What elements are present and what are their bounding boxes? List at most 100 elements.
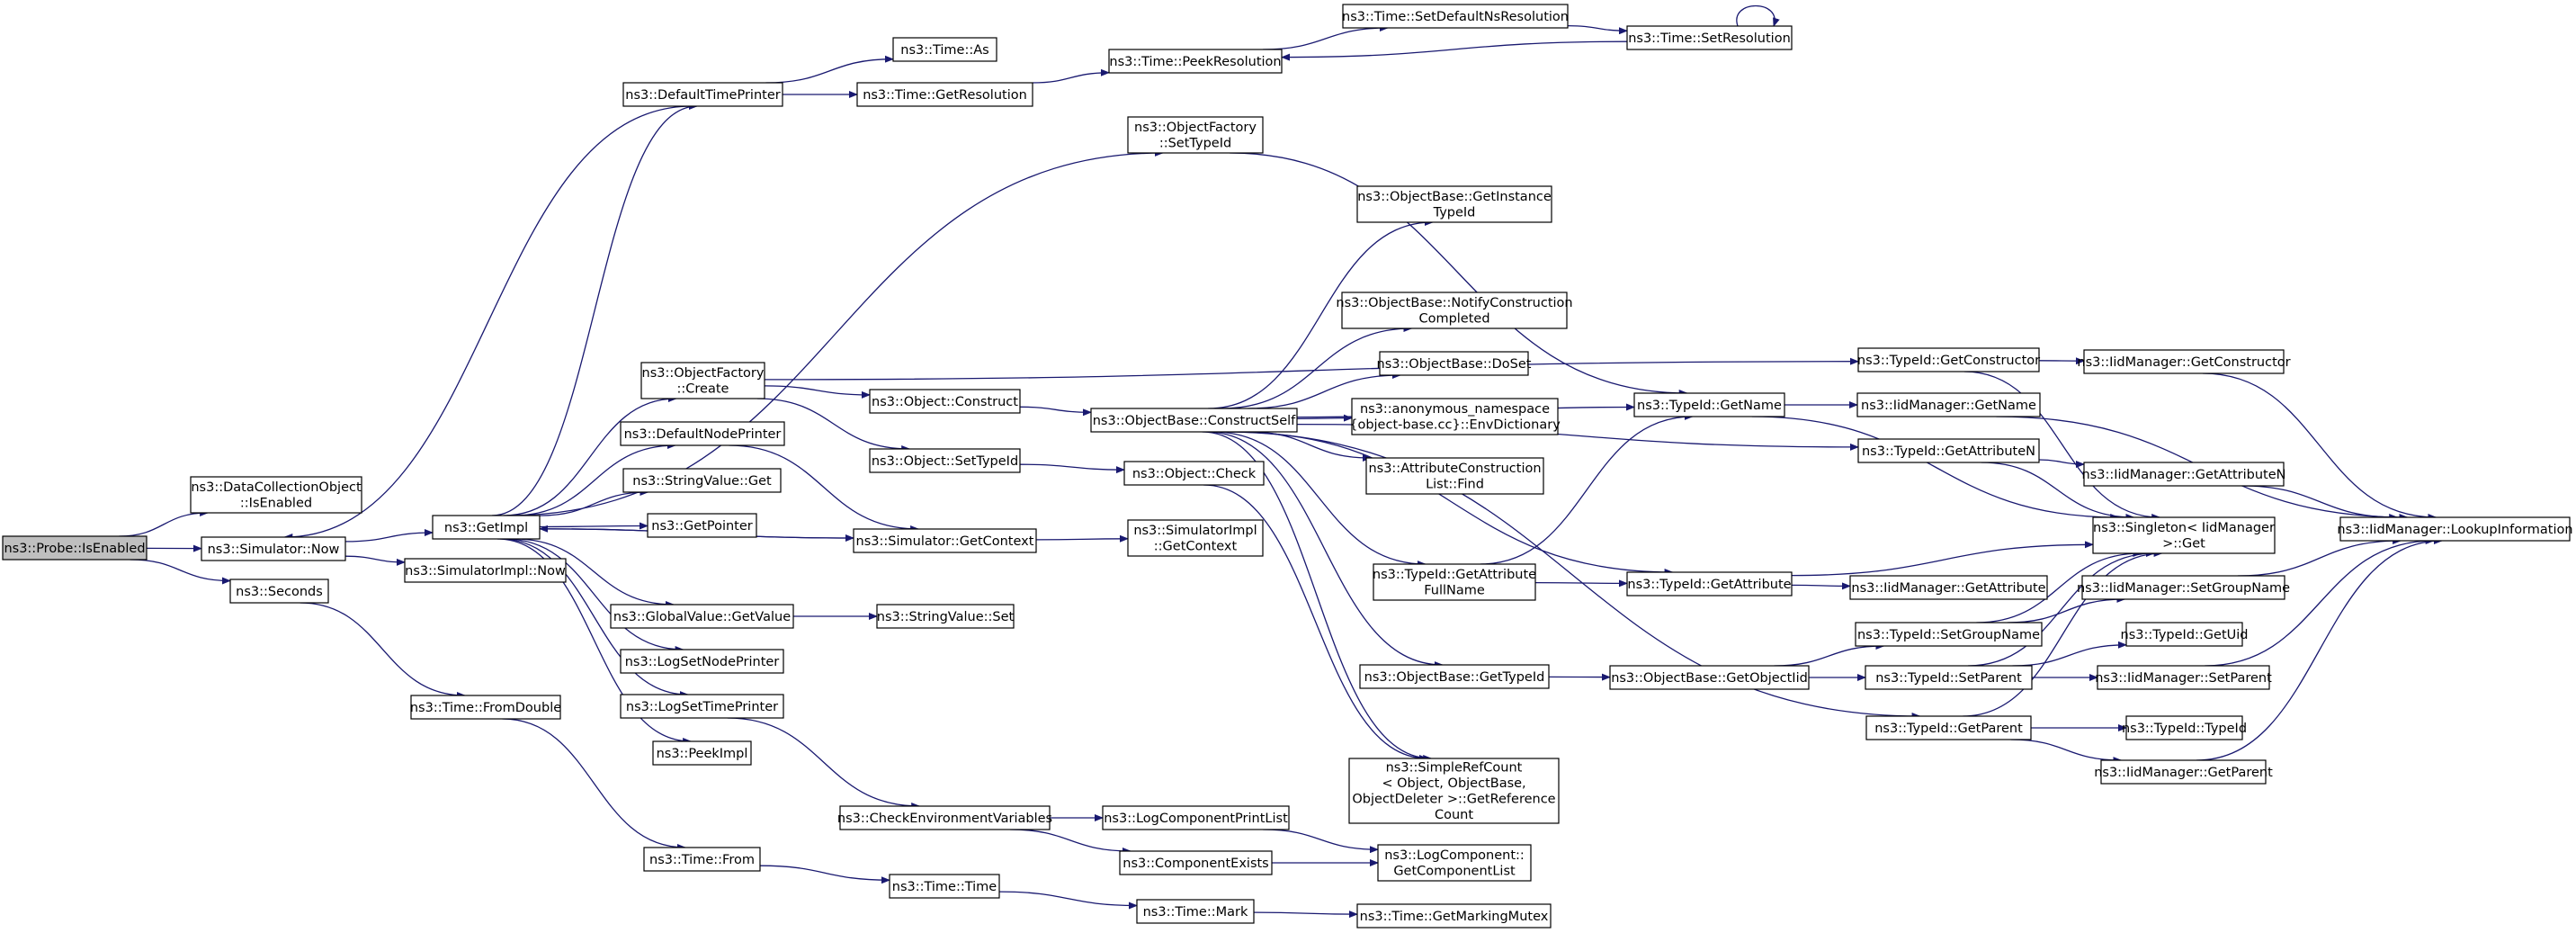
function-node-time-peekresolution[interactable]: ns3::Time::PeekResolution (1108, 49, 1283, 74)
function-node-time-setdefaultns[interactable]: ns3::Time::SetDefaultNsResolution (1342, 4, 1569, 29)
function-node-of-create[interactable]: ns3::ObjectFactory::Create (640, 362, 765, 399)
function-node-typeid-getname[interactable]: ns3::TypeId::GetName (1633, 392, 1785, 417)
function-node-ob-doset[interactable]: ns3::ObjectBase::DoSet (1377, 351, 1532, 376)
function-node-simplerefcount[interactable]: ns3::SimpleRefCount< Object, ObjectBase,… (1348, 758, 1560, 824)
node-box (1359, 664, 1550, 689)
function-node-ob-notifyconstruction[interactable]: ns3::ObjectBase::NotifyConstructionCompl… (1336, 292, 1573, 329)
function-node-logcomp-printlist[interactable]: ns3::LogComponentPrintList (1102, 805, 1290, 830)
function-node-singleton-get[interactable]: ns3::Singleton< IidManager>::Get (2092, 516, 2276, 554)
function-node-ob-constructself[interactable]: ns3::ObjectBase::ConstructSelf (1090, 408, 1298, 433)
function-node-componentexists[interactable]: ns3::ComponentExists (1119, 850, 1273, 875)
node-label: ns3::Time::As (900, 43, 988, 58)
function-node-peekimpl[interactable]: ns3::PeekImpl (652, 740, 752, 766)
function-node-defaultnodeprinter[interactable]: ns3::DefaultNodePrinter (620, 421, 785, 446)
function-node-getimpl[interactable]: ns3::GetImpl (432, 515, 541, 540)
call-edge-ob_constructself-to-typeid_getparent (1222, 431, 1921, 720)
function-node-stringvalue-set[interactable]: ns3::StringValue::Set (876, 604, 1015, 629)
function-node-simimpl-now[interactable]: ns3::SimulatorImpl::Now (404, 558, 567, 583)
function-node-time-mark[interactable]: ns3::Time::Mark (1136, 899, 1255, 924)
function-node-getpointer[interactable]: ns3::GetPointer (647, 513, 757, 538)
function-node-iid-getname[interactable]: ns3::IidManager::GetName (1856, 392, 2041, 417)
function-node-probe-isenabled[interactable]: ns3::Probe::IsEnabled (2, 535, 148, 561)
node-box (643, 847, 761, 872)
node-label: ns3::ObjectBase::GetInstance (1357, 190, 1552, 204)
function-node-typeid-getattribute[interactable]: ns3::TypeId::GetAttribute (1626, 571, 1793, 597)
function-node-typeid-setgroupname[interactable]: ns3::TypeId::SetGroupName (1855, 622, 2043, 647)
function-node-anon-envdictionary[interactable]: ns3::anonymous_namespace{object-base.cc}… (1349, 398, 1561, 435)
node-box (1849, 575, 2048, 600)
function-node-typeid-typeid[interactable]: ns3::TypeId::TypeId (2122, 715, 2247, 740)
node-label: ns3::IidManager::GetParent (2094, 766, 2273, 780)
function-node-iid-getparent[interactable]: ns3::IidManager::GetParent (2094, 759, 2273, 785)
node-label: ns3::LogComponent:: (1384, 848, 1525, 863)
function-node-typeid-setparent[interactable]: ns3::TypeId::SetParent (1865, 665, 2033, 690)
function-node-iid-setparent[interactable]: ns3::IidManager::SetParent (2095, 665, 2272, 690)
node-box (1373, 563, 1536, 601)
function-node-typeid-getattributen[interactable]: ns3::TypeId::GetAttributeN (1857, 438, 2040, 463)
function-node-typeid-getparent[interactable]: ns3::TypeId::GetParent (1865, 715, 2032, 740)
node-label: < Object, ObjectBase, (1382, 776, 1525, 791)
node-label: ::IsEnabled (240, 497, 312, 511)
node-label: ns3::IidManager::LookupInformation (2337, 523, 2572, 537)
call-edge-iid_setparent-to-iid_lookupinformation (2205, 537, 2435, 667)
function-node-ob-gettypeid[interactable]: ns3::ObjectBase::GetTypeId (1359, 664, 1550, 689)
function-node-stringvalue-get[interactable]: ns3::StringValue::Get (622, 468, 782, 493)
call-edge-ob_constructself-to-typeid_getattribute (1230, 431, 1674, 576)
call-edge-getimpl-to-getpointer (539, 522, 648, 530)
node-box (1857, 347, 2040, 372)
function-node-time-as[interactable]: ns3::Time::As (892, 37, 997, 62)
function-node-sim-now[interactable]: ns3::Simulator::Now (201, 536, 346, 561)
function-node-time-fromdouble[interactable]: ns3::Time::FromDouble (410, 695, 561, 720)
function-node-object-check[interactable]: ns3::Object::Check (1123, 461, 1265, 486)
function-node-globalvalue-getvalue[interactable]: ns3::GlobalValue::GetValue (610, 604, 794, 629)
node-label: ns3::LogComponentPrintList (1104, 812, 1288, 826)
function-node-iid-getattribute[interactable]: ns3::IidManager::GetAttribute (1849, 575, 2048, 600)
node-box (1090, 408, 1298, 433)
function-node-simimpl-getcontext[interactable]: ns3::SimulatorImpl::GetContext (1127, 519, 1264, 557)
node-label: ns3::DefaultTimePrinter (625, 88, 780, 103)
call-edge-object_check-to-simplerefcount (1203, 484, 1428, 762)
node-box (410, 695, 561, 720)
function-node-logsettimeprinter[interactable]: ns3::LogSetTimePrinter (620, 694, 784, 719)
function-node-object-construct[interactable]: ns3::Object::Construct (869, 389, 1021, 414)
function-node-dco-isenabled[interactable]: ns3::DataCollectionObject::IsEnabled (190, 476, 362, 514)
function-node-time-getresolution[interactable]: ns3::Time::GetResolution (856, 82, 1033, 107)
call-edge-typeid_setgroupname-to-singleton_get (1976, 550, 2142, 623)
node-box (652, 740, 752, 766)
node-box (2, 535, 148, 561)
node-label: ns3::StringValue::Set (877, 610, 1015, 624)
function-node-ob-getobjectiid[interactable]: ns3::ObjectBase::GetObjectIid (1609, 665, 1810, 690)
function-node-logsetnodeprinter[interactable]: ns3::LogSetNodePrinter (620, 649, 784, 674)
function-node-time-from[interactable]: ns3::Time::From (643, 847, 761, 872)
function-node-typeid-getconstructor[interactable]: ns3::TypeId::GetConstructor (1857, 347, 2040, 372)
node-box (2125, 715, 2243, 740)
function-node-iid-getconstructor[interactable]: ns3::IidManager::GetConstructor (2077, 349, 2291, 374)
function-node-object-settypeid[interactable]: ns3::Object::SetTypeId (869, 448, 1021, 473)
call-edge-typeid_setgroupname-to-iid_setgroupname (2007, 596, 2126, 623)
function-node-time-setresolution[interactable]: ns3::Time::SetResolution (1626, 25, 1793, 50)
function-node-sim-getcontext[interactable]: ns3::Simulator::GetContext (853, 528, 1037, 553)
node-label: ns3::Time::GetMarkingMutex (1360, 910, 1549, 924)
function-node-time-getmarkingmutex[interactable]: ns3::Time::GetMarkingMutex (1356, 903, 1552, 929)
function-node-defaulttimeprinter[interactable]: ns3::DefaultTimePrinter (622, 82, 783, 107)
node-box (2083, 349, 2285, 374)
function-node-iid-getattributen[interactable]: ns3::IidManager::GetAttributeN (2081, 462, 2286, 487)
node-label: ns3::Time::Time (892, 880, 997, 894)
function-node-logcomp-getcomponentlist[interactable]: ns3::LogComponent::GetComponentList (1377, 844, 1532, 882)
node-box (622, 468, 782, 493)
function-node-checkenvvars[interactable]: ns3::CheckEnvironmentVariables (837, 805, 1052, 830)
function-node-seconds[interactable]: ns3::Seconds (229, 579, 329, 604)
call-edge-probe_isenabled-to-seconds (130, 559, 231, 585)
function-node-of-settypeid[interactable]: ns3::ObjectFactory::SetTypeId (1127, 116, 1264, 154)
function-node-time-time[interactable]: ns3::Time::Time (889, 874, 1000, 899)
call-edge-typeid_getname-to-singleton_get (1751, 416, 2120, 521)
function-node-iid-setgroupname[interactable]: ns3::IidManager::SetGroupName (2077, 575, 2290, 600)
function-node-typeid-getuid[interactable]: ns3::TypeId::GetUid (2121, 622, 2249, 647)
call-edge-ob_getobjectiid-to-typeid_setgroupname (1774, 642, 1885, 667)
function-node-iid-lookupinformation[interactable]: ns3::IidManager::LookupInformation (2337, 516, 2573, 542)
node-label: ObjectDeleter >::GetReference (1352, 793, 1555, 807)
